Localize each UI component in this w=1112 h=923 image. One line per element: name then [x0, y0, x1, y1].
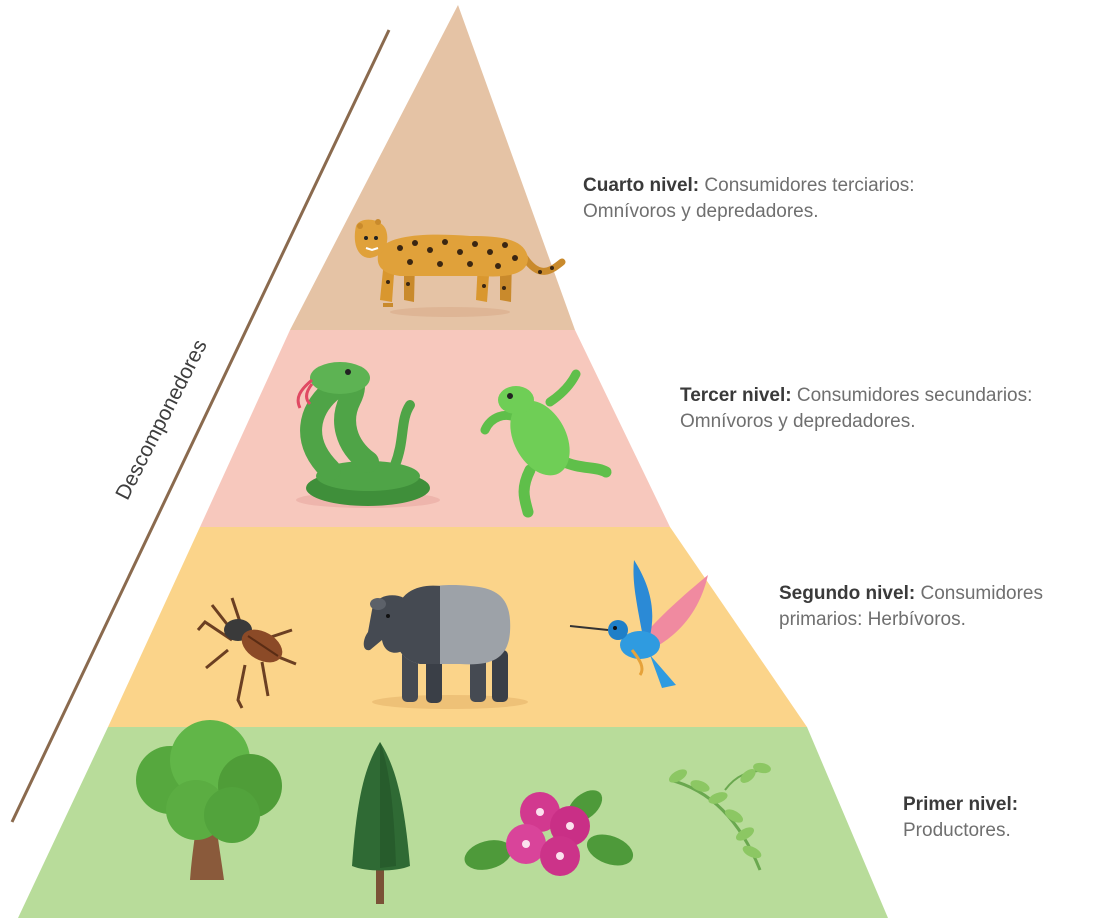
level-1-desc-2: Productores.	[903, 820, 1011, 841]
flower-icon	[464, 790, 634, 876]
frog-icon	[480, 369, 612, 518]
level-1-title: Primer nivel:	[903, 794, 1019, 815]
level-2-caption: Segundo nivel: Consumidores primarios: H…	[779, 581, 1043, 633]
level-4-title: Cuarto nivel:	[583, 175, 700, 196]
decomposers-line	[10, 29, 391, 823]
hummingbird-icon	[569, 560, 708, 688]
beetle-icon	[196, 597, 297, 709]
level-1-caption-line-1: Primer nivel:	[903, 792, 1018, 818]
level-2-desc-1: Consumidores	[920, 583, 1043, 604]
level-4-band	[290, 5, 575, 330]
herb-icon	[668, 762, 771, 871]
level-2-caption-line-1: Segundo nivel: Consumidores	[779, 581, 1043, 607]
jaguar-icon	[354, 219, 566, 317]
level-1-caption: Primer nivel: Productores.	[903, 792, 1018, 844]
level-3-caption: Tercer nivel: Consumidores secundarios: …	[680, 383, 1032, 435]
level-4-caption-line-1: Cuarto nivel: Consumidores terciarios:	[583, 173, 915, 199]
level-3-caption-line-1: Tercer nivel: Consumidores secundarios:	[680, 383, 1032, 409]
level-4-desc-1: Consumidores terciarios:	[704, 175, 915, 196]
tapir-icon	[363, 585, 528, 709]
level-4-desc-2: Omnívoros y depredadores.	[583, 201, 819, 222]
level-2-title: Segundo nivel:	[779, 583, 916, 604]
level-3-desc-1: Consumidores secundarios:	[796, 385, 1033, 406]
level-4-caption: Cuarto nivel: Consumidores terciarios: O…	[583, 173, 915, 225]
snake-icon	[296, 362, 440, 508]
pine-tree-icon	[352, 742, 410, 904]
level-3-title: Tercer nivel:	[680, 385, 792, 406]
level-3-desc-2: Omnívoros y depredadores.	[680, 411, 916, 432]
tree-icon	[136, 720, 282, 880]
level-2-desc-2: primarios: Herbívoros.	[779, 609, 966, 630]
